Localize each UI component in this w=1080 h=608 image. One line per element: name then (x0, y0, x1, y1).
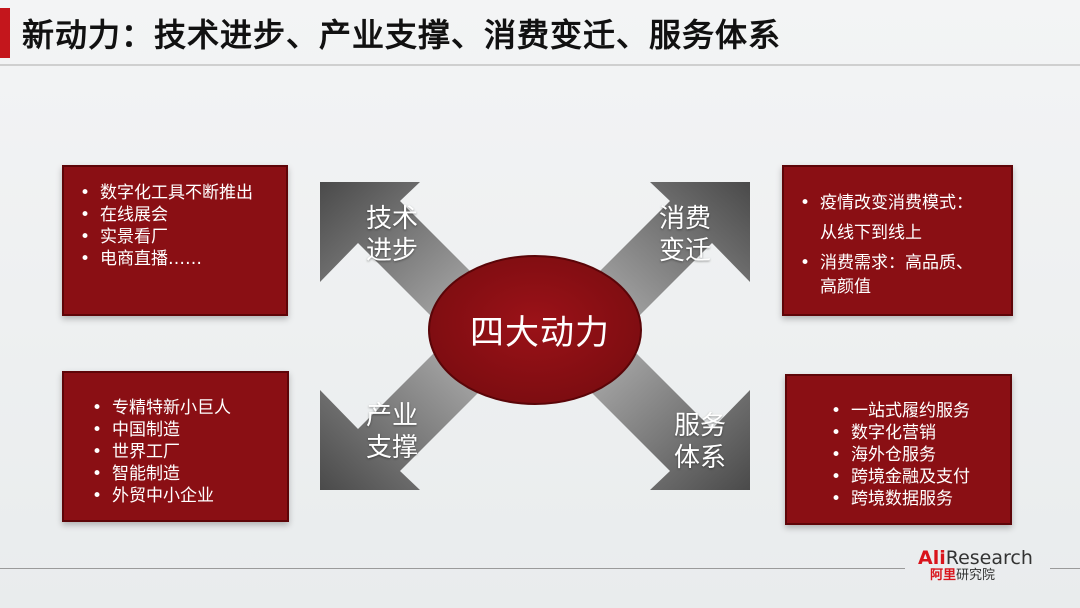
list-item: •消费需求：高品质、 (800, 253, 973, 273)
list-item: •海外仓服务 (831, 445, 936, 465)
list-item: •一站式履约服务 (831, 401, 970, 421)
arrow-label-industry: 产业 支撑 (352, 400, 432, 464)
list-item: •数字化工具不断推出 (80, 183, 253, 203)
arrow-label-consumption: 消费 变迁 (645, 203, 725, 267)
label-line: 技术 (365, 204, 418, 234)
label-line: 进步 (365, 236, 418, 266)
list-item: •外贸中小企业 (92, 486, 214, 506)
box-top-left: •数字化工具不断推出 •在线展会 •实景看厂 •电商直播…… (62, 165, 288, 316)
list-item: •跨境数据服务 (831, 489, 953, 509)
list-item: •智能制造 (92, 464, 180, 484)
list-item: •跨境金融及支付 (831, 467, 970, 487)
list-item: •实景看厂 (80, 227, 168, 247)
page-title: 新动力：技术进步、产业支撑、消费变迁、服务体系 (22, 16, 782, 54)
list-item: •数字化营销 (831, 423, 936, 443)
list-item: •专精特新小巨人 (92, 398, 231, 418)
list-item-continuation: 高颜值 (820, 277, 871, 297)
box-top-right: •疫情改变消费模式： 从线下到线上 •消费需求：高品质、 高颜值 (782, 165, 1013, 316)
list-item: •疫情改变消费模式： (800, 193, 973, 213)
title-divider (0, 64, 1080, 66)
logo-ali: Ali (918, 547, 946, 569)
list-item: •在线展会 (80, 205, 168, 225)
arrow-label-tech: 技术 进步 (352, 203, 432, 267)
label-line: 支撑 (365, 433, 418, 463)
box-bottom-left: •专精特新小巨人 •中国制造 •世界工厂 •智能制造 •外贸中小企业 (62, 371, 289, 522)
label-line: 变迁 (658, 236, 711, 266)
list-item: •世界工厂 (92, 442, 180, 462)
aliresearch-logo: AliResearch 阿里研究院 (918, 548, 1046, 588)
logo-research: Research (945, 547, 1033, 569)
list-item: •电商直播…… (80, 249, 202, 269)
center-circle (428, 255, 642, 405)
label-line: 体系 (673, 443, 726, 473)
logo-cn: 研究院 (956, 568, 996, 583)
box-bottom-right: •一站式履约服务 •数字化营销 •海外仓服务 •跨境金融及支付 •跨境数据服务 (785, 374, 1012, 525)
arrow-label-service: 服务 体系 (660, 410, 740, 474)
center-label: 四大动力 (470, 313, 610, 353)
list-item: •中国制造 (92, 420, 180, 440)
footer-divider (0, 568, 905, 569)
title-accent-bar (0, 8, 10, 58)
label-line: 产业 (365, 401, 418, 431)
label-line: 消费 (658, 204, 711, 234)
list-item-continuation: 从线下到线上 (820, 223, 922, 243)
footer-divider (1050, 568, 1080, 569)
label-line: 服务 (673, 411, 726, 441)
logo-cn-red: 阿里 (930, 568, 957, 583)
